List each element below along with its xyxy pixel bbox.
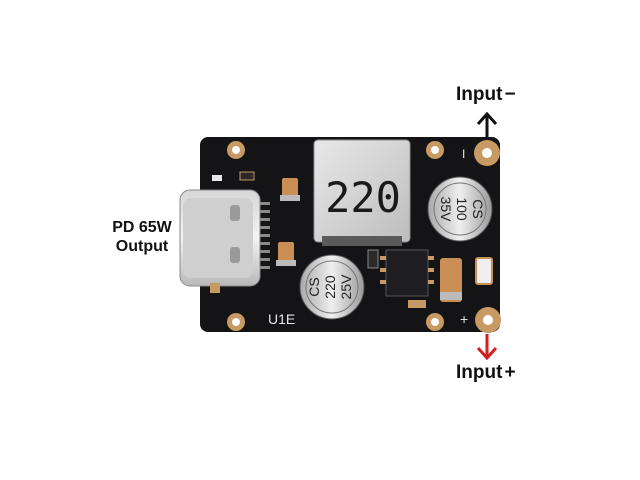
- inductor: [313, 139, 411, 246]
- output-label-line2: Output: [115, 238, 169, 255]
- svg-text:25V: 25V: [338, 274, 354, 300]
- silkscreen-minus: I: [462, 147, 465, 161]
- input-minus-label: Input−: [456, 84, 516, 106]
- svg-text:CS: CS: [470, 199, 486, 218]
- arrow-down-icon: [476, 334, 498, 361]
- silkscreen-id: U1E: [268, 311, 295, 327]
- input-minus-pad: [474, 140, 500, 166]
- input-plus-text: Input: [456, 362, 503, 383]
- arrow-up-icon: [476, 111, 498, 140]
- capacitor-small: [299, 254, 365, 320]
- capacitor-small-text: CS 220 25V: [306, 274, 354, 300]
- input-plus-label: Input+: [456, 362, 516, 384]
- input-plus-pad: [475, 307, 501, 333]
- capacitor-large: [427, 176, 493, 242]
- output-label-line1: PD 65W: [112, 219, 172, 236]
- input-plus-sign: +: [504, 362, 516, 383]
- output-label: PD 65W Output: [100, 218, 184, 256]
- mounting-notches: [227, 141, 444, 331]
- svg-text:220: 220: [322, 275, 338, 299]
- smd-components: [210, 171, 493, 308]
- svg-text:100: 100: [454, 197, 470, 221]
- controller-ic: [380, 249, 434, 297]
- usb-c-connector: [179, 189, 270, 287]
- inductor-label: 220: [325, 173, 401, 222]
- svg-text:CS: CS: [306, 277, 322, 296]
- input-minus-text: Input: [456, 84, 503, 105]
- silkscreen-plus: +: [460, 311, 468, 327]
- input-minus-sign: −: [504, 84, 516, 105]
- capacitor-large-text: CS 100 35V: [438, 197, 486, 223]
- svg-text:35V: 35V: [438, 197, 454, 223]
